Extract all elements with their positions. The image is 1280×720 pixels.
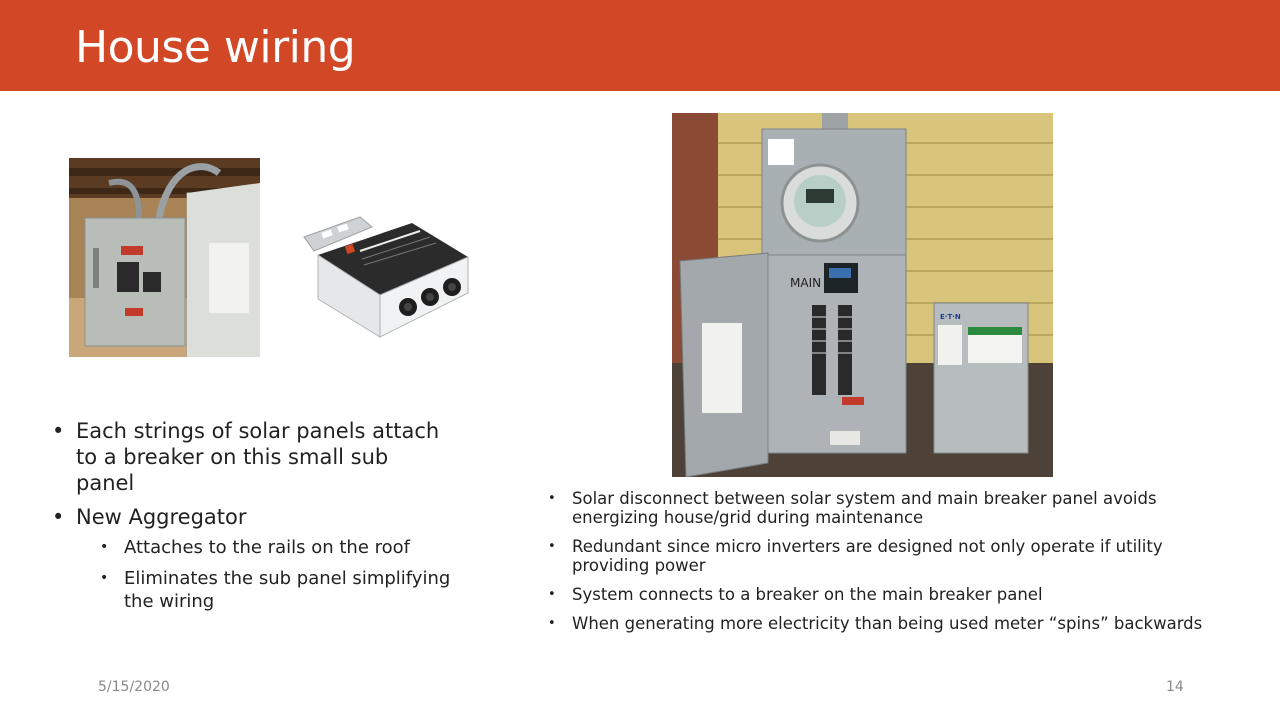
- aggregator-image: [300, 215, 470, 340]
- slide-title: House wiring: [75, 22, 356, 73]
- list-item: Each strings of solar panels attach to a…: [52, 418, 452, 496]
- list-item: Eliminates the sub panel simplifying the…: [100, 567, 452, 613]
- list-item: When generating more electricity than be…: [548, 614, 1228, 633]
- page-number: 14: [1166, 679, 1184, 695]
- eaton-label: E·T·N: [940, 313, 961, 321]
- list-item: Solar disconnect between solar system an…: [548, 489, 1228, 527]
- subpanel-photo: [69, 158, 260, 357]
- main-label: MAIN: [790, 276, 821, 290]
- main-panel-photo: MAIN E·T·N: [672, 113, 1053, 477]
- right-bullet-list: Solar disconnect between solar system an…: [548, 489, 1228, 643]
- list-item: Attaches to the rails on the roof: [100, 536, 452, 559]
- list-item: System connects to a breaker on the main…: [548, 585, 1228, 604]
- footer-date: 5/15/2020: [98, 679, 170, 695]
- list-item: New Aggregator Attaches to the rails on …: [52, 504, 452, 613]
- sub-bullet-list: Attaches to the rails on the roof Elimin…: [76, 536, 452, 613]
- list-item: Redundant since micro inverters are desi…: [548, 537, 1228, 575]
- left-bullet-list: Each strings of solar panels attach to a…: [52, 418, 452, 621]
- title-bar: House wiring: [0, 0, 1280, 91]
